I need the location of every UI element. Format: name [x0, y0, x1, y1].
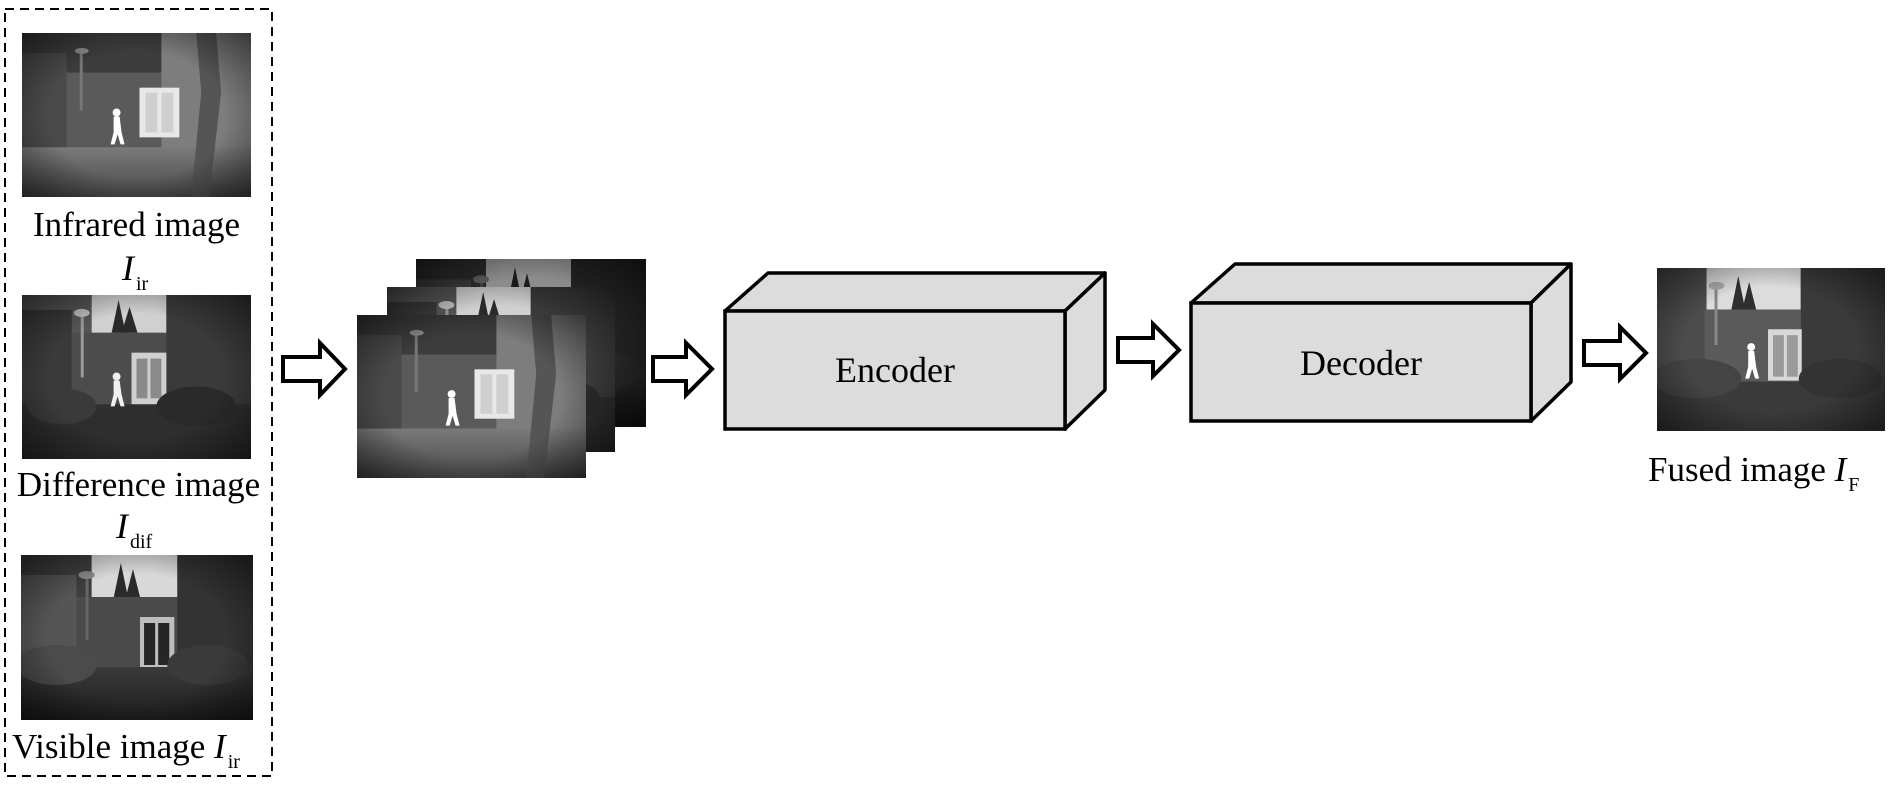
encoder-block [723, 271, 1107, 431]
fused-image-label-text: Fused image [1648, 450, 1826, 489]
difference-symbol-letter: I [116, 506, 128, 546]
arrow-inputs-to-stack-icon [281, 338, 348, 400]
visible-image-label-text: Visible image [12, 727, 206, 766]
image-channel-stack [357, 259, 646, 478]
infrared-symbol-subscript: ir [136, 273, 149, 295]
decoder-block [1189, 262, 1573, 423]
infrared-image-label: Infrared image [33, 205, 240, 244]
infrared-image [22, 33, 251, 197]
fused-symbol-subscript: F [1848, 474, 1860, 496]
arrow-stack-to-encoder-icon [651, 338, 715, 400]
difference-image-label: Difference image [16, 465, 261, 504]
arrow-decoder-to-output-icon [1582, 322, 1649, 384]
fused-symbol-letter: I [1834, 450, 1847, 489]
infrared-symbol-letter: I [122, 248, 134, 288]
encoder-label: Encoder [835, 350, 955, 390]
visible-image [21, 555, 253, 720]
visible-symbol-subscript: ir [227, 751, 240, 773]
arrow-encoder-to-decoder-icon [1116, 319, 1182, 381]
fused-image [1657, 268, 1885, 431]
decoder-label: Decoder [1300, 343, 1422, 383]
difference-symbol-subscript: dif [130, 531, 153, 553]
difference-image [22, 295, 251, 459]
input-images-frame [4, 8, 273, 777]
visible-symbol-letter: I [214, 727, 226, 766]
